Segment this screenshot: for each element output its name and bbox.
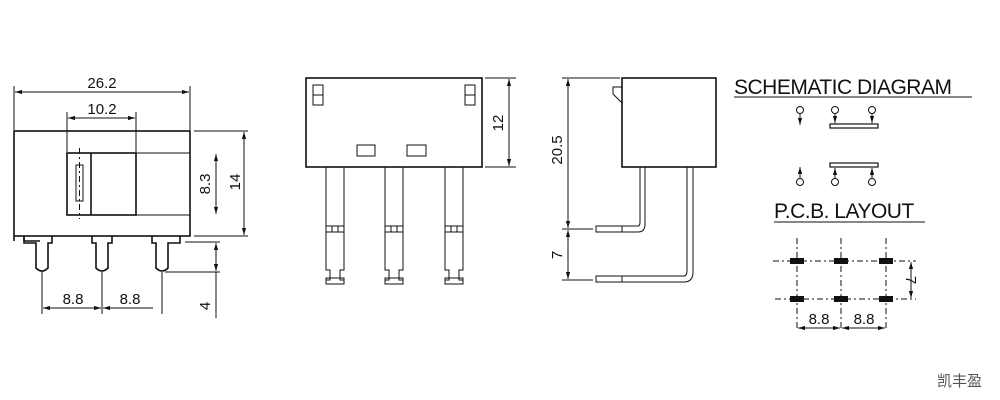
dim-rear-body-height: 12 [490, 115, 507, 132]
rear-view: 12 [305, 77, 516, 285]
schematic-title: SCHEMATIC DIAGRAM [734, 76, 951, 99]
side-body [621, 77, 717, 168]
lower-lead [595, 167, 694, 283]
dim-lead-offset: 7 [549, 251, 566, 259]
dim-pin-length: 4 [197, 302, 214, 310]
side-view: 20.5 7 [549, 77, 717, 283]
pcb-dim-pitch-right: 8.8 [854, 311, 875, 328]
dim-actuator-height: 8.3 [197, 174, 214, 195]
watermark: 凯丰盈 [937, 372, 982, 390]
schematic-diagram: SCHEMATIC DIAGRAM [734, 76, 972, 186]
switch-body [13, 130, 191, 237]
pcb-layout-title: P.C.B. LAYOUT [774, 200, 914, 223]
front-view: 26.2 10.2 8.3 14 4 8.8 8.8 [13, 75, 248, 318]
dim-overall-height: 20.5 [549, 135, 566, 164]
dim-pin-pitch-left: 8.8 [63, 291, 84, 308]
dim-pin-pitch-right: 8.8 [120, 291, 141, 308]
pins [23, 236, 181, 272]
pcb-dim-pitch-left: 8.8 [809, 311, 830, 328]
pcb-dim-row-spacing: 7 [902, 276, 919, 284]
dim-total-width: 26.2 [87, 75, 116, 92]
rear-leads [325, 167, 464, 285]
actuator [66, 152, 137, 216]
pcb-pads [790, 258, 893, 302]
upper-lead [595, 167, 646, 233]
pcb-layout: P.C.B. LAYOUT 7 8.8 8.8 [773, 200, 925, 331]
rear-body [305, 77, 483, 168]
dim-actuator-width: 10.2 [87, 101, 116, 118]
dim-body-height: 14 [227, 174, 244, 191]
